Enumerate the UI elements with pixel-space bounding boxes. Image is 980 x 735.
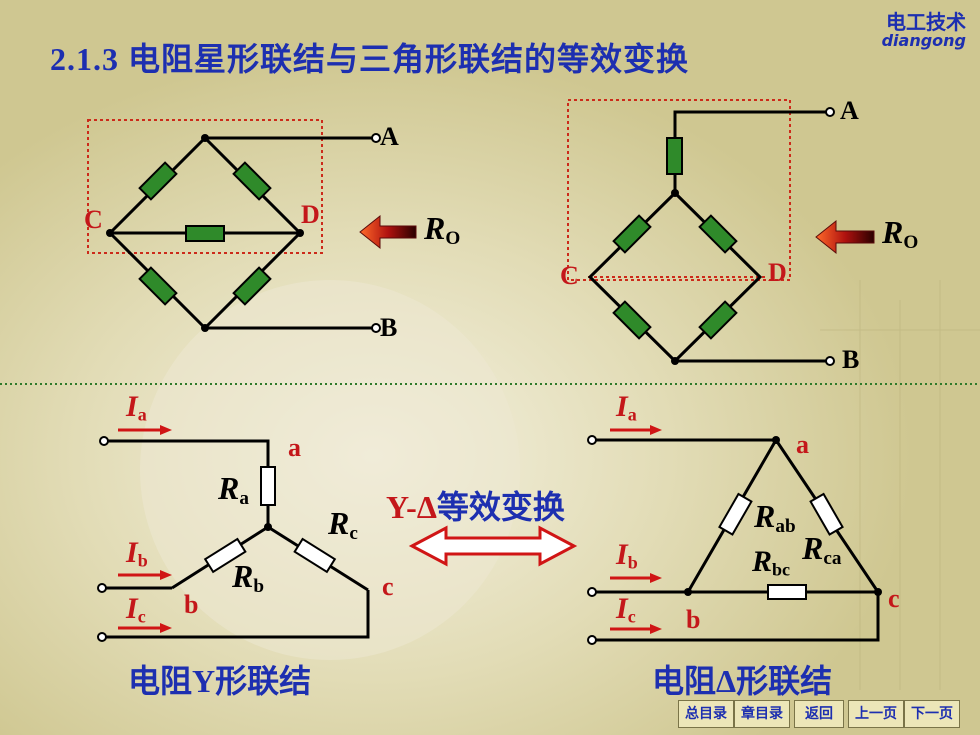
toc-button[interactable]: 总目录 (678, 700, 734, 728)
bridge-circuit-right (567, 99, 835, 366)
prev-page-button[interactable]: 上一页 (848, 700, 904, 728)
node-c-label: C (560, 261, 579, 290)
resistor-rab-label: Rab (754, 498, 796, 537)
current-arrows (118, 425, 662, 634)
delta-circuit (587, 435, 882, 645)
resistor-rca-label: Rca (802, 530, 842, 569)
transform-label: Y-Δ等效变换 (386, 488, 565, 526)
back-button[interactable]: 返回 (794, 700, 844, 728)
node-d-label: D (768, 258, 787, 287)
chapter-toc-button[interactable]: 章目录 (734, 700, 790, 728)
terminal-a-label: A (380, 122, 399, 151)
resistor-rb-label: Rb (232, 558, 265, 597)
bridge-circuit-left (87, 119, 381, 333)
page-title: 2.1.3 电阻星形联结与三角形联结的等效变换 (50, 41, 690, 77)
node-b-label: b (184, 590, 199, 619)
resistor-rc-label: Rc (328, 505, 358, 544)
node-b-label: b (686, 605, 701, 634)
current-ib-label: Ib (616, 538, 638, 573)
node-d-label: D (301, 200, 320, 229)
terminal-b-label: B (842, 345, 860, 374)
input-arrow-right (815, 219, 875, 255)
logo-text-cn: 电工技术 (886, 10, 966, 34)
resistor-ra-label: Ra (218, 470, 249, 509)
terminal-b-label: B (380, 313, 398, 342)
delta-caption: 电阻Δ形联结 (652, 663, 833, 699)
double-arrow-icon (408, 525, 578, 567)
current-ic-label: Ic (616, 592, 636, 627)
wye-caption: 电阻Y形联结 (128, 663, 312, 699)
node-a-label: a (796, 430, 809, 459)
logo: 电工技术 diangong (882, 6, 966, 50)
input-arrow-left (359, 214, 417, 250)
ro-label-left: RO (424, 210, 461, 249)
node-c-label: c (382, 572, 394, 601)
current-ia-label: Ia (126, 390, 147, 425)
node-a-label: a (288, 433, 301, 462)
current-ic-label: Ic (126, 592, 146, 627)
logo-text-en: diangong (881, 31, 966, 50)
resistor-rbc-label: Rbc (752, 545, 791, 580)
ro-label-right: RO (882, 214, 919, 253)
terminal-a-label: A (840, 96, 859, 125)
node-c-label: c (888, 584, 900, 613)
wye-circuit (97, 436, 370, 642)
next-page-button[interactable]: 下一页 (904, 700, 960, 728)
node-c-label: C (84, 205, 103, 234)
current-ib-label: Ib (126, 536, 148, 571)
current-ia-label: Ia (616, 390, 637, 425)
